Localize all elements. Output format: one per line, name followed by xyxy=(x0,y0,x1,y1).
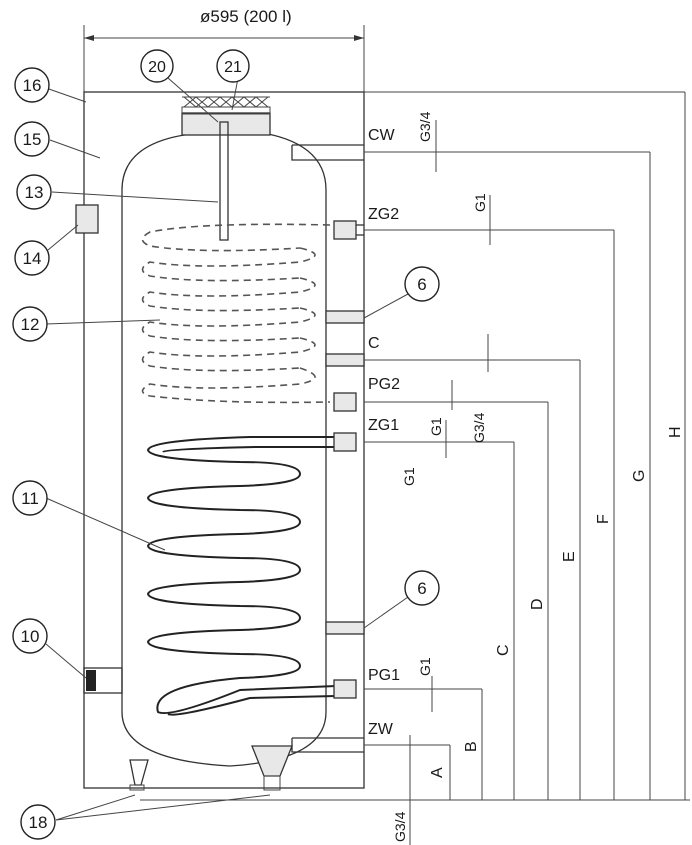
connection-label-zw: ZW xyxy=(368,721,394,738)
dimension-label-e: E xyxy=(561,551,578,562)
dimension-label-b: B xyxy=(463,741,480,752)
top-lid xyxy=(181,96,271,136)
dimension-label-h: H xyxy=(667,426,684,438)
thread-label-zg1: G1 xyxy=(428,417,444,436)
callout-16: 16 xyxy=(14,67,50,103)
callout-6-upper: 6 xyxy=(404,266,440,302)
svg-text:10: 10 xyxy=(21,627,40,646)
callout-6-lower: 6 xyxy=(404,570,440,606)
svg-text:13: 13 xyxy=(25,183,44,202)
connection-pipes xyxy=(140,91,690,801)
dimension-label-d: D xyxy=(529,598,546,610)
width-dimension: ø595 (200 l) xyxy=(83,7,365,92)
svg-text:21: 21 xyxy=(224,59,242,76)
upper-coil xyxy=(141,223,331,404)
callout-14: 14 xyxy=(14,240,50,276)
svg-text:14: 14 xyxy=(23,249,42,268)
dimension-label-g: G xyxy=(631,470,648,482)
outer-casing xyxy=(83,91,365,789)
thermometer xyxy=(75,204,99,234)
svg-text:20: 20 xyxy=(148,59,166,76)
lower-coil xyxy=(146,436,337,716)
connection-label-cw: CW xyxy=(368,127,396,144)
dimension-label-a: A xyxy=(429,767,446,778)
connection-label-c: C xyxy=(368,335,380,352)
thread-ticks xyxy=(409,120,491,845)
svg-text:6: 6 xyxy=(417,579,426,598)
inner-tank xyxy=(121,130,327,767)
callout-21: 21 xyxy=(216,49,250,83)
svg-text:18: 18 xyxy=(29,813,48,832)
callout-15: 15 xyxy=(14,121,50,157)
legs xyxy=(129,745,293,791)
connection-label-zg1: ZG1 xyxy=(368,417,399,434)
leader-lines xyxy=(45,77,409,821)
dimension-label-c: C xyxy=(495,644,512,656)
callout-11: 11 xyxy=(12,480,48,516)
thread-label-zg1-lower: G1 xyxy=(401,467,417,486)
callout-18: 18 xyxy=(20,804,56,840)
svg-text:16: 16 xyxy=(23,76,42,95)
height-dimensions xyxy=(449,92,686,800)
thread-label-cw: G3/4 xyxy=(417,111,433,142)
thread-label-zw: G3/4 xyxy=(392,811,408,842)
callout-13: 13 xyxy=(16,174,52,210)
connection-label-pg2: PG2 xyxy=(368,376,400,393)
connection-label-pg1: PG1 xyxy=(368,667,400,684)
thread-label-zg2: G1 xyxy=(472,193,488,212)
callout-10: 10 xyxy=(12,618,48,654)
anode-rod xyxy=(219,121,229,241)
inspection-port xyxy=(83,667,123,694)
svg-text:11: 11 xyxy=(21,489,39,508)
callout-12: 12 xyxy=(12,306,48,342)
thread-label-pg2: G3/4 xyxy=(471,412,487,443)
svg-text:6: 6 xyxy=(417,275,426,294)
connection-label-zg2: ZG2 xyxy=(368,206,399,223)
svg-text:15: 15 xyxy=(23,130,42,149)
width-label: ø595 (200 l) xyxy=(200,7,292,26)
svg-text:12: 12 xyxy=(21,315,40,334)
dimension-label-f: F xyxy=(595,514,612,524)
thread-label-pg1: G1 xyxy=(417,657,433,676)
callout-20: 20 xyxy=(140,49,174,83)
